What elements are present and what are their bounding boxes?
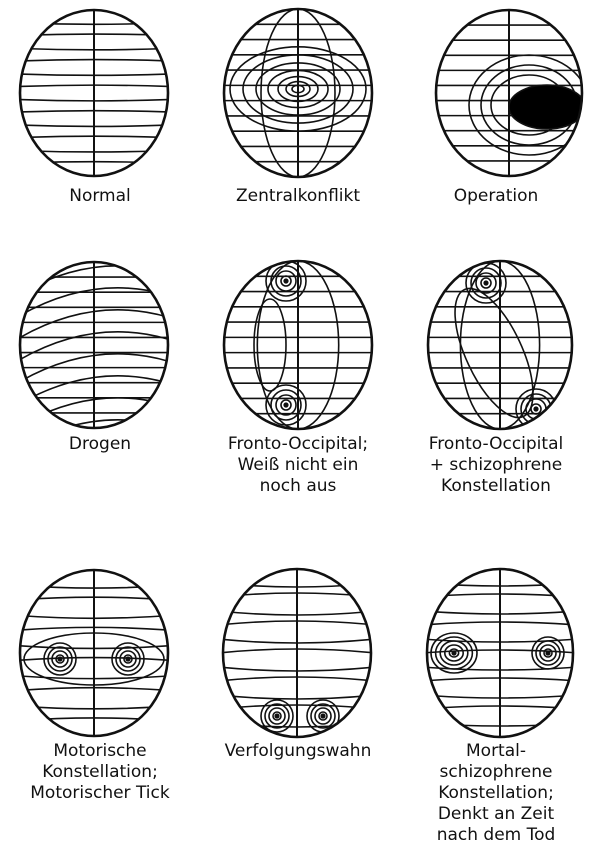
globe-mortal (422, 565, 578, 741)
globe-fronto-occipital (219, 257, 377, 433)
globe-zentralkonflikt (219, 5, 377, 181)
caption-fronto-occipital-schizo: Fronto-Occipital + schizophrene Konstell… (396, 434, 596, 497)
caption-operation: Operation (396, 186, 596, 207)
operation-blob (509, 85, 585, 129)
caption-zentralkonflikt: Zentralkonflikt (200, 186, 396, 207)
globe-operation (431, 6, 589, 180)
caption-drogen: Drogen (0, 434, 200, 455)
globe-motorische (15, 566, 173, 740)
caption-verfolgungswahn: Verfolgungswahn (200, 741, 396, 762)
globe-normal (15, 6, 173, 180)
caption-mortal: Mortal- schizophrene Konstellation; Denk… (396, 741, 596, 846)
globe-fronto-occipital-schizo (423, 257, 577, 433)
caption-normal: Normal (0, 186, 200, 207)
globe-drogen (14, 258, 174, 451)
caption-motorische: Motorische Konstellation; Motorischer Ti… (0, 741, 200, 804)
caption-fronto-occipital: Fronto-Occipital; Weiß nicht ein noch au… (200, 434, 396, 497)
globe-verfolgungswahn (218, 565, 376, 741)
